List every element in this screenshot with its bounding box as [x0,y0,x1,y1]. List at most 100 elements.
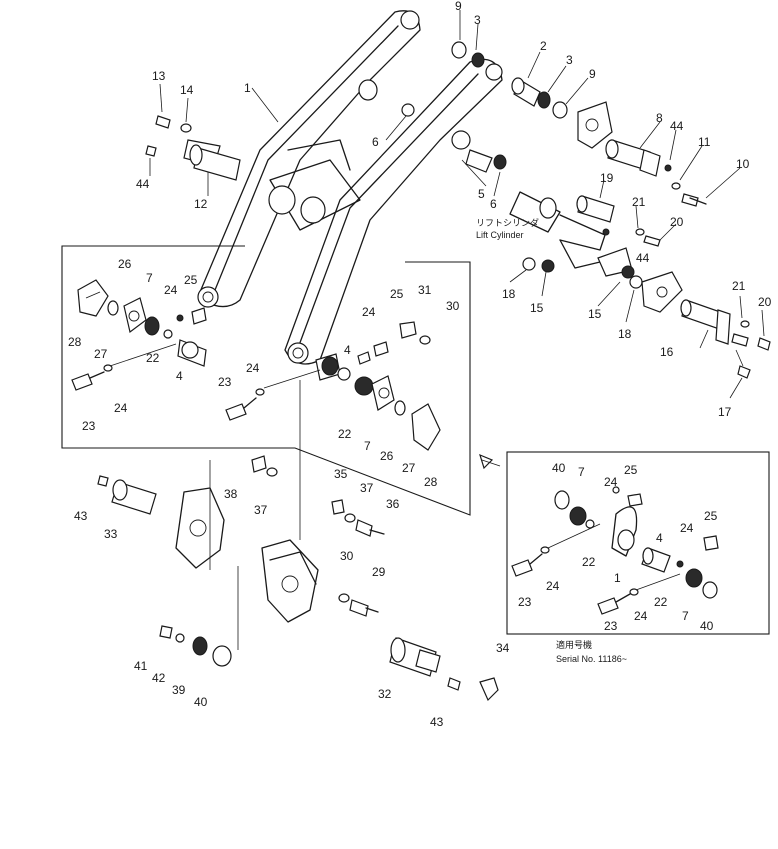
callout-29: 29 [372,565,386,579]
callout-25-a: 25 [184,273,198,287]
callout-11: 11 [698,135,711,149]
callout-20-a: 20 [670,215,684,229]
callout-8: 8 [656,111,663,125]
pin-bushings-top [451,41,707,207]
callout-40-b: 40 [552,461,566,475]
lift-cylinder-rod-end [509,191,771,379]
callout-25-d: 25 [704,509,718,523]
callout-9-b: 9 [589,67,596,81]
callout-21-b: 21 [732,279,746,293]
callout-3-a: 3 [474,13,481,27]
callout-22-a: 22 [146,351,160,365]
callout-1: 1 [244,81,251,95]
callout-6-a: 6 [372,135,379,149]
callout-22-c: 22 [582,555,596,569]
callout-44-b: 44 [136,177,150,191]
callout-7-d: 7 [682,609,689,623]
serial-box-parts [511,486,719,615]
callout-24-b: 24 [114,401,128,415]
detail-box-serial [506,451,770,635]
callout-30-b: 30 [340,549,354,563]
callout-4-a: 4 [176,369,183,383]
callout-30-a: 30 [446,299,460,313]
callout-7-a: 7 [146,271,153,285]
callout-33: 33 [104,527,118,541]
callout-38: 38 [224,487,238,501]
callout-24-c: 24 [246,361,260,375]
serial-en: Serial No. 11186~ [556,654,627,664]
callout-41: 41 [134,659,148,673]
callout-4-b: 4 [344,343,351,357]
callout-23-a: 23 [82,419,96,433]
callout-44-a: 44 [670,119,684,133]
detail-box-left [61,245,471,516]
lift-cylinder-en: Lift Cylinder [476,230,524,240]
leader-lines [149,10,765,399]
callout-39: 39 [172,683,186,697]
pin-assembly-left-top [145,115,241,181]
callout-23-c: 23 [518,595,532,609]
callout-15-b: 15 [588,307,602,321]
serial-jp: 適用号機 [556,639,592,650]
callout-37-b: 37 [360,481,374,495]
callout-13: 13 [152,69,166,83]
callout-20-b: 20 [758,295,772,309]
callout-19: 19 [600,171,614,185]
callout-2: 2 [540,39,547,53]
callout-17: 17 [718,405,732,419]
callout-31: 31 [418,283,432,297]
callout-12: 12 [194,197,208,211]
callout-27-a: 27 [94,347,108,361]
callout-26-a: 26 [118,257,132,271]
callout-24-a: 24 [164,283,178,297]
callout-4-c: 4 [656,531,663,545]
callout-24-h: 24 [634,609,648,623]
callout-23-b: 23 [218,375,232,389]
callout-22-b: 22 [338,427,352,441]
callout-24-f: 24 [680,521,694,535]
callout-44-c: 44 [636,251,650,265]
callout-18-b: 18 [618,327,632,341]
callout-24-d: 24 [362,305,376,319]
callout-1b: 1 [614,571,621,585]
callout-18-a: 18 [502,287,516,301]
callout-42: 42 [152,671,166,685]
callout-37-a: 37 [254,503,268,517]
callout-24-g: 24 [546,579,560,593]
callout-43-a: 43 [74,509,88,523]
callout-26-b: 26 [380,449,394,463]
callout-40-c: 40 [700,619,714,633]
callout-24-e: 24 [604,475,618,489]
callout-22-d: 22 [654,595,668,609]
callout-25-c: 25 [624,463,638,477]
callout-28-b: 28 [424,475,438,489]
callout-3-b: 3 [566,53,573,67]
callout-36: 36 [386,497,400,511]
callout-21-a: 21 [632,195,646,209]
callout-40-a: 40 [194,695,208,709]
callout-15-a: 15 [530,301,544,315]
callout-10: 10 [736,157,750,171]
callout-5: 5 [478,187,485,201]
left-box-parts [71,279,441,451]
callout-25-b: 25 [390,287,404,301]
callout-43-b: 43 [430,715,444,729]
bellcrank-assembly [97,380,499,702]
callout-28-a: 28 [68,335,82,349]
callout-35: 35 [334,467,348,481]
callout-6-b: 6 [490,197,497,211]
callout-23-d: 23 [604,619,618,633]
callout-7-b: 7 [364,439,371,453]
callout-27-b: 27 [402,461,416,475]
lift-cylinder-jp: リフトシリンダ [476,217,539,228]
callout-34: 34 [496,641,510,655]
callout-16: 16 [660,345,674,359]
callout-9-a: 9 [455,0,462,13]
callout-7-c: 7 [578,465,585,479]
callout-14: 14 [180,83,194,97]
callout-32: 32 [378,687,392,701]
callout-labels: 1 2 3 3 9 9 6 6 5 8 44 11 10 19 21 20 44… [68,0,772,729]
lift-arm [197,10,503,365]
